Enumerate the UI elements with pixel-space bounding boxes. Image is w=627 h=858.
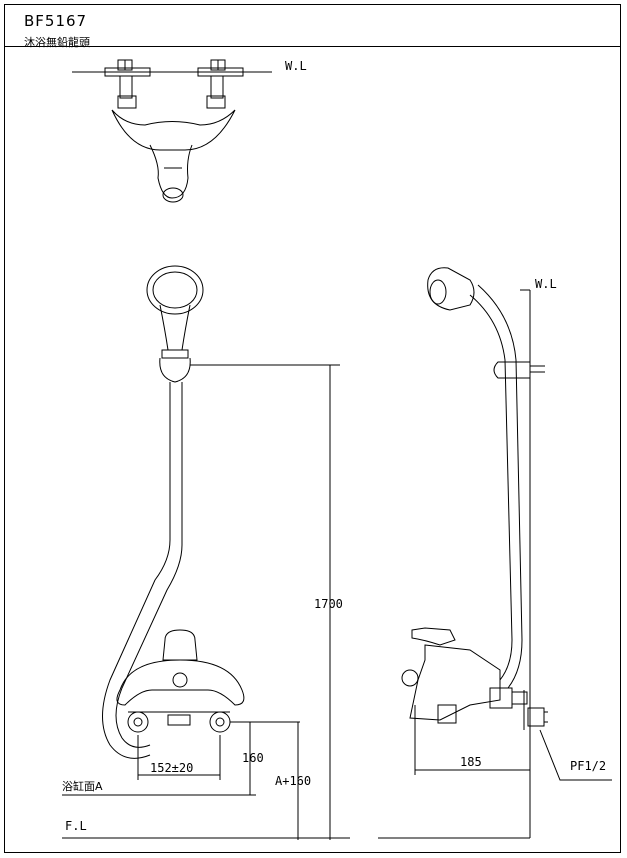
product-name: 沐浴無鉛龍頭	[24, 36, 90, 49]
dimension-lines	[62, 289, 612, 840]
top-view-mixer	[72, 59, 272, 203]
tub-surface-label: 浴缸面A	[62, 779, 103, 793]
floor-dimension: A+160	[275, 774, 311, 788]
model-number: BF5167	[24, 12, 88, 30]
depth-dimension: 185	[460, 755, 482, 769]
wall-line-label-top: W.L	[285, 59, 307, 73]
floor-line-label: F.L	[65, 819, 87, 833]
pipe-thread-label: PF1/2	[570, 759, 606, 773]
drawing-frame	[4, 4, 621, 853]
tub-rim-dimension: 160	[242, 751, 264, 765]
side-view-shower	[401, 267, 548, 838]
wall-line-label-side: W.L	[535, 277, 557, 291]
title-block: BF5167 沐浴無鉛龍頭	[4, 4, 621, 49]
front-view-shower	[102, 265, 245, 759]
spacing-dimension: 152±20	[150, 761, 193, 775]
height-dimension: 1700	[314, 597, 343, 611]
